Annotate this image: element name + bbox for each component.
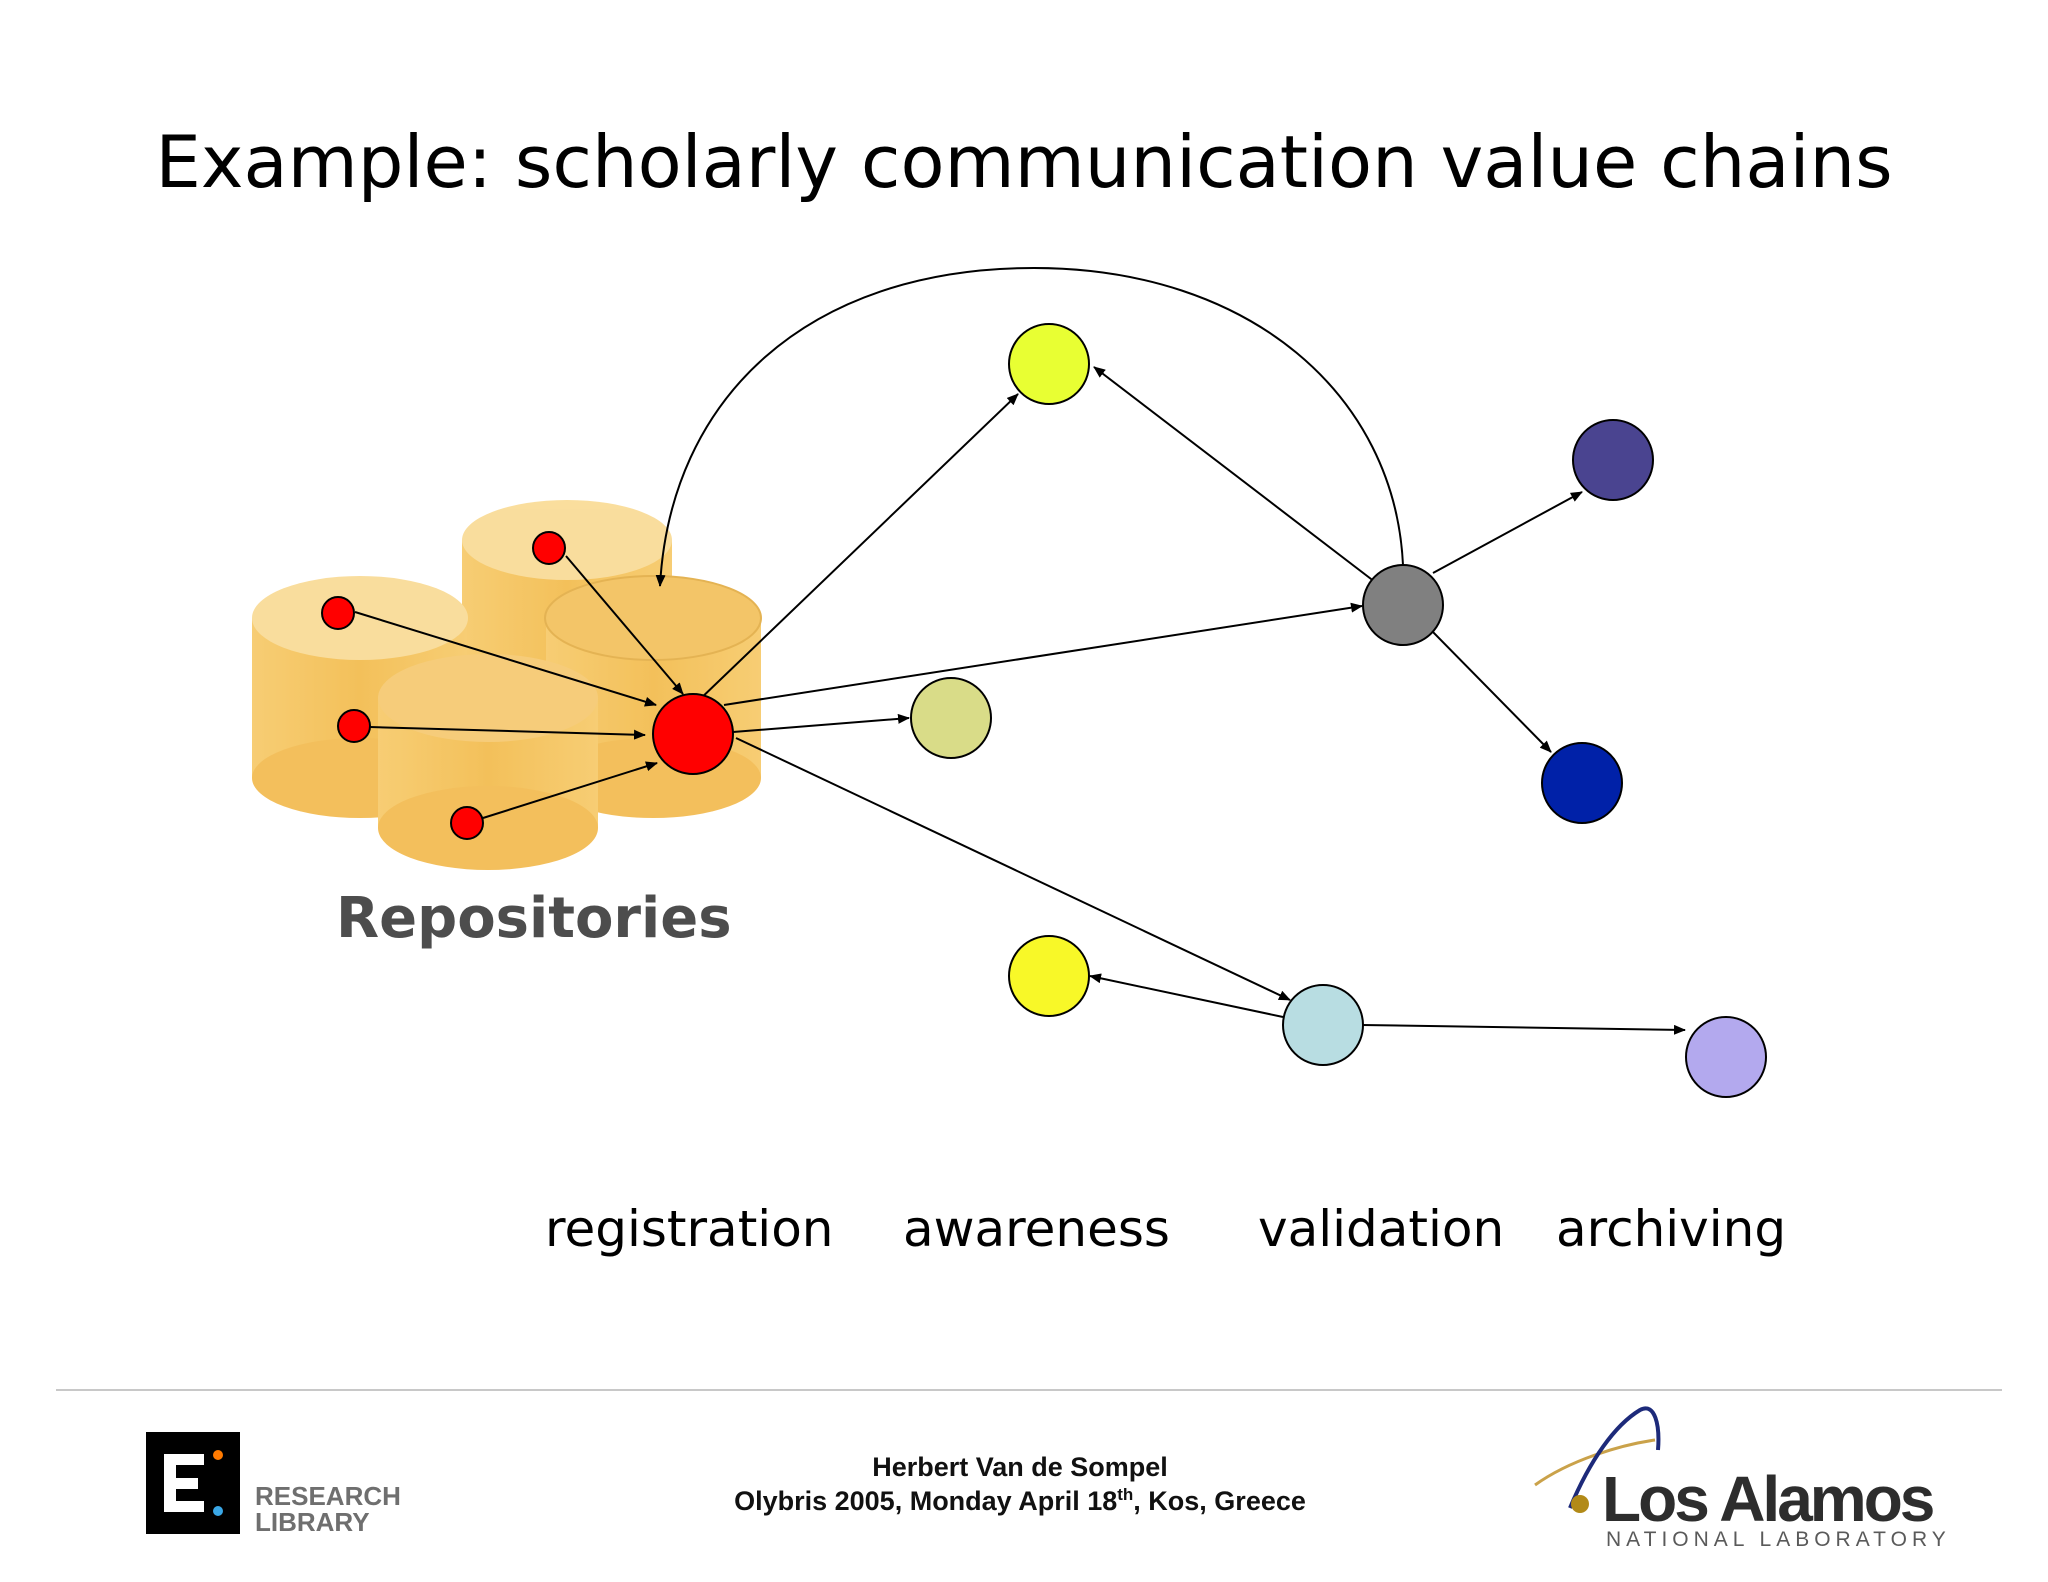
los-alamos-orbit-icon — [1534, 1406, 1661, 1513]
awareness-node-yellow — [1008, 935, 1090, 1017]
edges — [354, 266, 1686, 1035]
repositories-label: Repositories — [336, 886, 732, 951]
stage-label-archiving: archiving — [1556, 1200, 1787, 1258]
edge-arc-validation-to-registration — [655, 266, 1404, 587]
footer-credits: Herbert Van de Sompel Olybris 2005, Mond… — [620, 1450, 1420, 1518]
cylinder-front — [378, 654, 598, 870]
footer-event-suffix: , Kos, Greece — [1133, 1486, 1306, 1516]
research-library-line2: LIBRARY — [255, 1507, 370, 1537]
edge-repo4-registration — [482, 761, 658, 819]
footer-event-sup: th — [1117, 1485, 1134, 1504]
stage-label-validation: validation — [1258, 1200, 1505, 1258]
repositories-icon — [252, 500, 762, 870]
archiving-node-lavender — [1685, 1016, 1767, 1098]
edge-gray-navy — [1430, 629, 1552, 753]
edge-gray-purple — [1432, 491, 1583, 574]
research-library-e-icon — [164, 1450, 223, 1516]
los-alamos-subtitle: NATIONAL LABORATORY — [1606, 1528, 1951, 1551]
slide-title: Example: scholarly communication value c… — [155, 120, 1893, 204]
footer-author: Herbert Van de Sompel — [872, 1452, 1168, 1482]
repo-node-1 — [321, 596, 355, 630]
validation-node-gray — [1362, 564, 1444, 646]
awareness-node-khaki — [910, 677, 992, 759]
edge-repo2-registration — [565, 555, 684, 695]
edge-gray-yellowgreen — [1093, 366, 1376, 583]
research-library-logo — [146, 1432, 240, 1534]
nodes — [321, 323, 1767, 1098]
awareness-node-yellowgreen — [1008, 323, 1090, 405]
repo-node-4 — [450, 806, 484, 840]
edge-registration-lightcyan — [735, 737, 1291, 1001]
registration-node — [652, 693, 734, 775]
footer-event-prefix: Olybris 2005, Monday April 18 — [734, 1486, 1118, 1516]
edge-registration-gray — [723, 602, 1363, 706]
edge-repo3-registration — [369, 726, 646, 740]
edge-registration-khaki — [732, 713, 910, 733]
stage-label-awareness: awareness — [903, 1200, 1170, 1258]
research-library-text: RESEARCH LIBRARY — [255, 1483, 401, 1535]
archiving-node-navy — [1541, 742, 1623, 824]
repo-node-2 — [532, 531, 566, 565]
footer-divider — [56, 1389, 2002, 1391]
research-library-line1: RESEARCH — [255, 1481, 401, 1511]
footer-event: Olybris 2005, Monday April 18th, Kos, Gr… — [620, 1484, 1420, 1518]
stage-label-registration: registration — [545, 1200, 834, 1258]
edge-lightcyan-yellow — [1089, 973, 1284, 1018]
los-alamos-name: Los Alamos — [1602, 1463, 1935, 1535]
edge-repo1-registration — [354, 611, 657, 707]
repo-node-3 — [337, 709, 371, 743]
edge-lightcyan-lavender — [1361, 1024, 1686, 1035]
validation-node-lightcyan — [1282, 984, 1364, 1066]
archiving-node-purple — [1572, 419, 1654, 501]
edge-registration-yellowgreen — [695, 393, 1019, 704]
